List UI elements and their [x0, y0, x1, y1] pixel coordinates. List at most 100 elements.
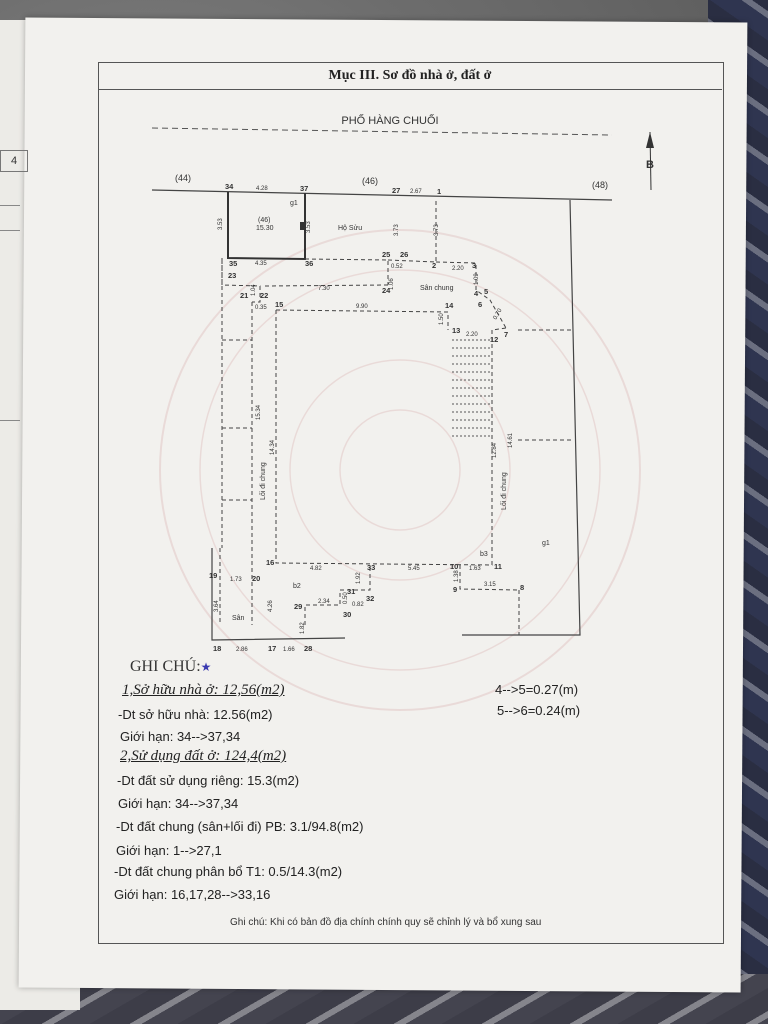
- dimension-label: 4.28: [256, 186, 268, 192]
- note-distance: 4-->5=0.27(m): [495, 682, 579, 697]
- dimension-label: 9.90: [356, 304, 368, 310]
- dimension-label: 12.84: [492, 442, 498, 458]
- room-label: Lối đi chung: [258, 462, 267, 500]
- seal-watermark: [159, 229, 641, 711]
- room-label: 15.30: [256, 225, 274, 232]
- point-label: 25: [382, 250, 390, 259]
- dimension-label: 0.50: [343, 592, 349, 604]
- point-label: 29: [294, 602, 302, 611]
- north-arrow-icon: B: [646, 131, 654, 191]
- point-label: 34: [225, 182, 234, 191]
- room-label: Hộ Sửu: [338, 224, 362, 232]
- parcel-center: (46): [362, 176, 378, 186]
- dimension-label: 1.06: [389, 278, 395, 290]
- point-label: 10: [450, 562, 458, 571]
- side-tab-number: 4: [0, 150, 28, 172]
- point-label: 16: [266, 558, 274, 567]
- room-label: Lối đi chung: [499, 472, 508, 510]
- dimension-label: 4.35: [255, 261, 267, 267]
- note-line: Giới hạn: 34-->37,34: [118, 796, 239, 811]
- dimension-label: 7.30: [318, 286, 330, 292]
- dimension-label: 2.20: [466, 332, 478, 338]
- note-line: Giới hạn: 1-->27,1: [116, 843, 222, 858]
- point-label: 26: [400, 250, 408, 259]
- dimension-label: 14.61: [508, 432, 514, 448]
- street-name: PHỐ HÀNG CHUỐI: [341, 113, 438, 127]
- dimension-label: 15.34: [256, 404, 262, 420]
- note-line: Giới hạn: 16,17,28-->33,16: [114, 887, 271, 902]
- point-label: 13: [452, 326, 460, 335]
- dimension-label: 2.20: [452, 266, 464, 272]
- point-label: 35: [229, 259, 237, 268]
- common-boundary: [219, 200, 574, 635]
- dimension-label: 1.63: [469, 566, 481, 572]
- point-label: 21: [240, 291, 248, 300]
- side-rule: [0, 230, 20, 231]
- point-label: 6: [478, 300, 482, 309]
- note-line: -Dt đất chung phân bổ T1: 0.5/14.3(m2): [114, 864, 343, 879]
- dimension-label: 2.86: [236, 647, 248, 653]
- room-label: Sân chung: [420, 285, 454, 292]
- point-label: 17: [268, 644, 276, 653]
- point-label: 28: [304, 644, 312, 653]
- parcel-right: (48): [592, 180, 608, 190]
- point-label: 18: [213, 644, 221, 653]
- dimension-label: 0.82: [352, 602, 364, 608]
- point-label: 31: [347, 587, 355, 596]
- side-rule: [0, 420, 20, 421]
- dimension-label: 5.45: [408, 566, 420, 572]
- point-label: 27: [392, 186, 400, 195]
- dimension-label: 3.73: [394, 224, 400, 236]
- point-label: 5: [484, 287, 488, 296]
- dimension-label: 2.34: [318, 599, 330, 605]
- point-label: 3: [472, 261, 476, 270]
- dimension-label: 3.64: [214, 600, 220, 612]
- room-label: b3: [480, 551, 488, 558]
- note-house-ownership: 1,Sở hữu nhà ở: 12,56(m2): [122, 682, 285, 698]
- note-line: Giới hạn: 34-->37,34: [120, 729, 241, 744]
- point-label: 4: [474, 289, 479, 298]
- point-label: 11: [494, 562, 502, 571]
- point-label: 20: [252, 574, 260, 583]
- footer-note: Ghi chú: Khi có bản đồ địa chính chính q…: [230, 917, 542, 928]
- star-icon: ★: [200, 660, 212, 674]
- point-label: 14: [445, 301, 454, 310]
- room-label: g1: [542, 540, 550, 547]
- dimension-label: 4.82: [310, 566, 322, 572]
- page-title: Mục III. Sơ đồ nhà ở, đất ở: [328, 68, 492, 83]
- land-boundary: [211, 199, 581, 641]
- dimension-label: 1.04: [251, 284, 257, 296]
- document-frame: [98, 62, 724, 944]
- dimension-label: 1.50: [439, 313, 445, 325]
- point-label: 32: [366, 594, 374, 603]
- dimension-label: 1.73: [230, 577, 242, 583]
- dimension-label: 0.70: [493, 307, 504, 321]
- point-label: 36: [305, 259, 313, 268]
- front-boundary: [151, 189, 613, 201]
- point-label: 2: [432, 261, 436, 270]
- dimension-label: 3.15: [484, 582, 496, 588]
- dimension-label: 4.26: [268, 600, 274, 612]
- title-divider: [98, 89, 722, 90]
- dimension-label: 3.73: [434, 224, 440, 236]
- dimension-label: 0.35: [255, 305, 267, 311]
- point-label: 8: [520, 583, 524, 592]
- house-marker: [300, 222, 304, 230]
- point-label: 37: [300, 184, 308, 193]
- side-rule: [0, 205, 20, 206]
- house-outline: [227, 192, 306, 261]
- point-label: 19: [209, 571, 217, 580]
- point-label: 23: [228, 271, 236, 280]
- point-label: 22: [260, 291, 268, 300]
- parcel-left: (44): [175, 173, 191, 183]
- note-line: -Dt đất chung (sân+lối đi) PB: 3.1/94.8(…: [116, 819, 364, 834]
- point-label: 1: [437, 187, 441, 196]
- dimension-label: 1.82: [300, 622, 306, 634]
- street-line: [151, 127, 613, 136]
- point-label: 24: [382, 286, 391, 295]
- dimension-label: 1.09: [474, 273, 480, 285]
- staircase: [452, 339, 490, 437]
- dimension-label: 1.66: [283, 647, 295, 653]
